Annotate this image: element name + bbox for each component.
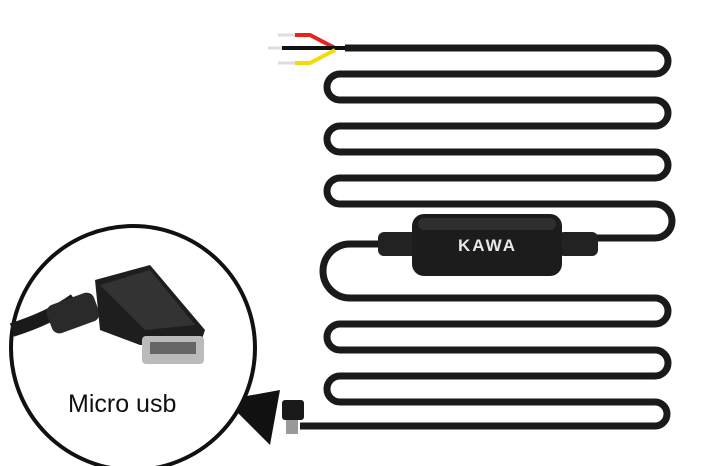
micro-usb-plug-small — [282, 400, 304, 434]
brand-logo: KAWA — [458, 236, 517, 255]
callout-circle — [9, 224, 257, 466]
cable — [300, 44, 676, 430]
strain-relief — [378, 232, 598, 256]
wire-ends — [268, 33, 345, 65]
micro-usb-plug-closeup — [9, 265, 205, 364]
connector-caption: Micro usb — [68, 390, 177, 418]
